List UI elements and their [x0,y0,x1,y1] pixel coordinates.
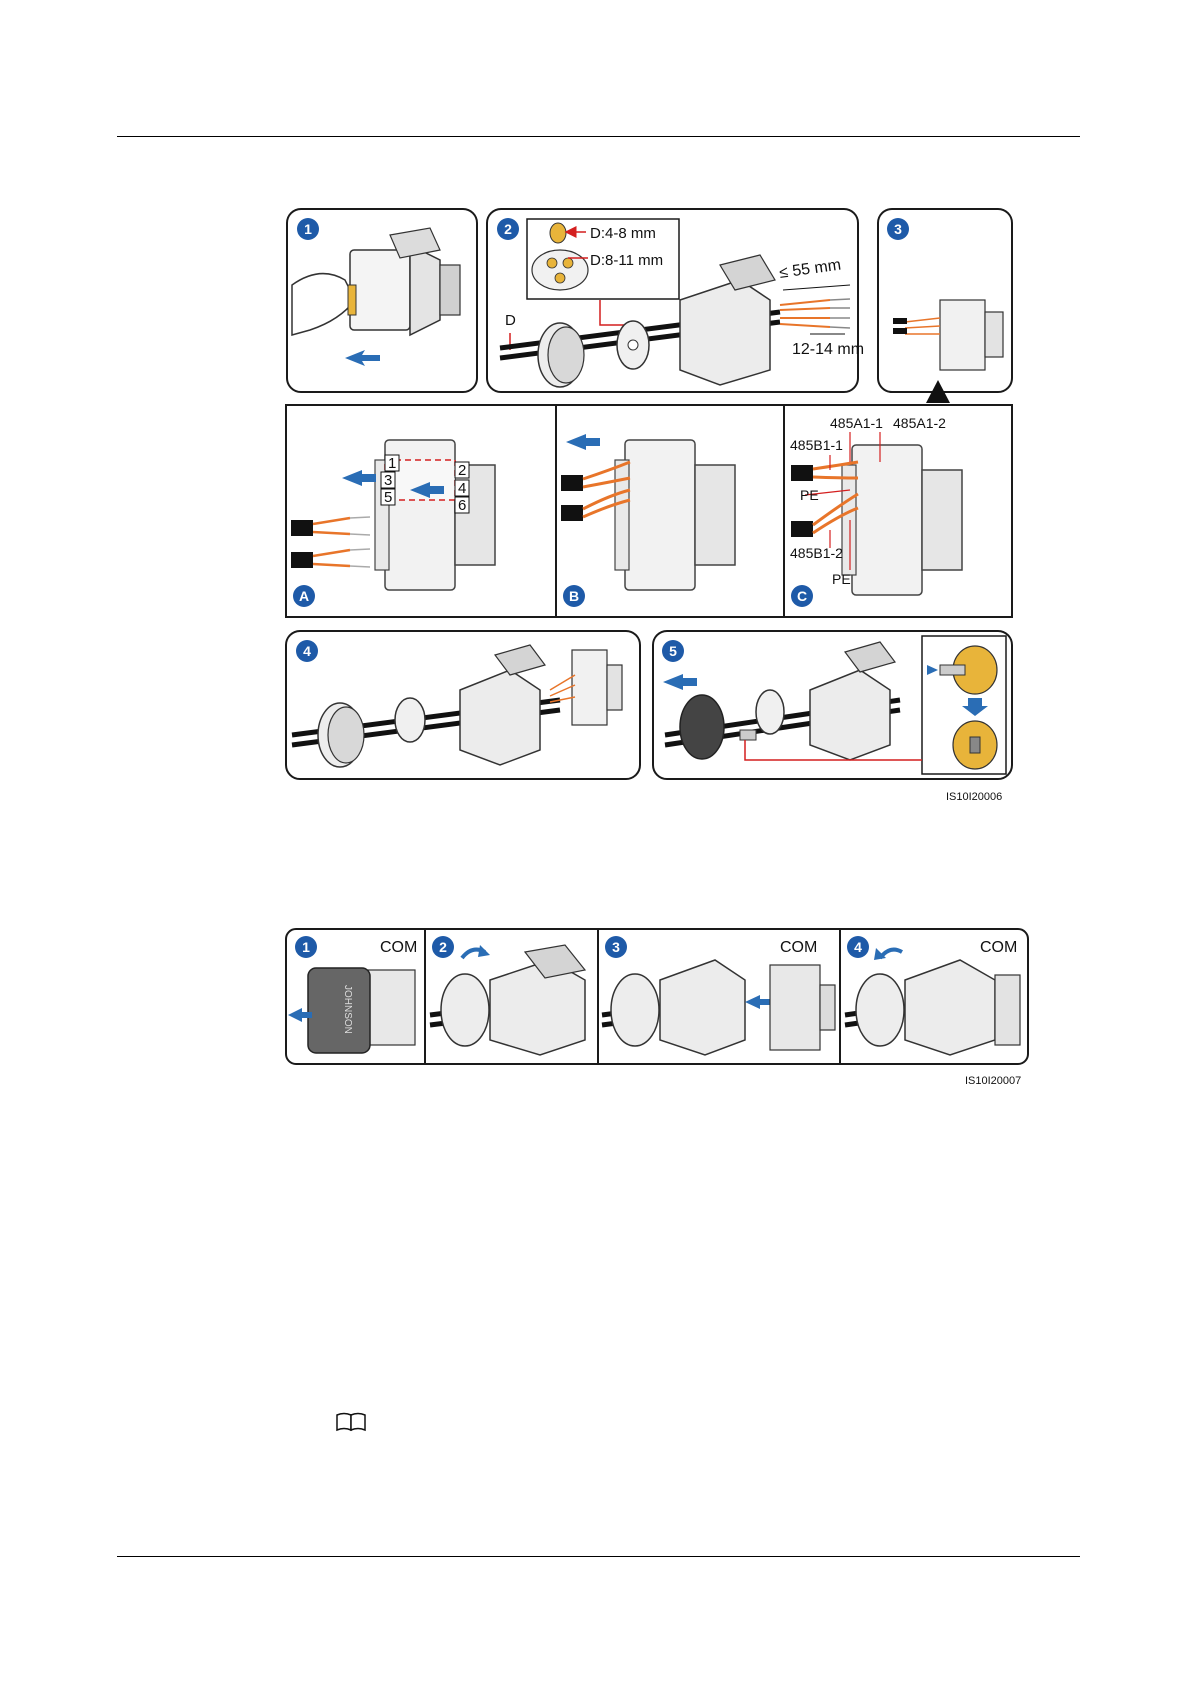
wire-label-pe-top: PE [800,487,819,503]
fig2-step-1-number: 1 [302,939,310,955]
dim-d-label: D [505,312,516,329]
step-5-number: 5 [669,643,677,659]
figure-1-id: IS10I20006 [946,791,1002,803]
wire-label-485a1-1: 485A1-1 [830,415,883,431]
fig2-com-label-4: COM [980,939,1017,956]
panel-step-4: 4 [286,631,640,779]
strip-length-label: ≤ 55 mm [778,256,842,281]
strip-end-label: 12-14 mm [792,341,864,358]
pin-3-label: 3 [384,472,392,489]
step-3-number: 3 [894,221,902,237]
fig2-com-label-3: COM [780,939,817,956]
sub-panel-b: B [561,434,735,607]
wire-label-485b1-1: 485B1-1 [790,437,843,453]
sub-b-letter: B [569,588,579,604]
pin-4-label: 4 [458,480,466,497]
pin-6-label: 6 [458,497,466,514]
panel-step-2: 2 D:4-8 mm D:8-11 mm D [487,209,864,392]
sub-a-letter: A [299,588,309,604]
figure-2: 1 COM JOHNSON 2 3 COM 4 COM [286,929,1028,1064]
panel-step-1: 1 [287,209,477,392]
cap-brand-text: JOHNSON [342,985,353,1034]
fig2-step-2-number: 2 [439,939,447,955]
sub-panel-c: 485A1-1 485A1-2 485B1-1 PE 485B1-2 PE C [790,415,962,607]
wire-label-485b1-2: 485B1-2 [790,545,843,561]
book-icon [337,1414,365,1431]
sub-panel-a: 1 2 3 4 5 6 A [291,440,495,607]
dim-d-small-label: D:4-8 mm [590,225,656,242]
detail-strip: 1 2 3 4 5 6 A [286,405,1012,617]
wire-label-485a1-2: 485A1-2 [893,415,946,431]
sub-c-letter: C [797,588,807,604]
wire-label-pe-bottom: PE [832,571,851,587]
figure-2-id: IS10I20007 [965,1075,1021,1087]
step-1-number: 1 [304,221,312,237]
panel-step-3: 3 [878,209,1012,403]
step-4-number: 4 [303,643,311,659]
panel-step-5: 5 [653,631,1012,779]
step-2-number: 2 [504,221,512,237]
fig2-step-4-number: 4 [854,939,862,955]
fig2-step-3-number: 3 [612,939,620,955]
pin-5-label: 5 [384,489,392,506]
dim-d-large-label: D:8-11 mm [590,252,663,269]
fig2-com-label-1: COM [380,939,417,956]
pin-1-label: 1 [388,455,396,472]
pin-2-label: 2 [458,462,466,479]
